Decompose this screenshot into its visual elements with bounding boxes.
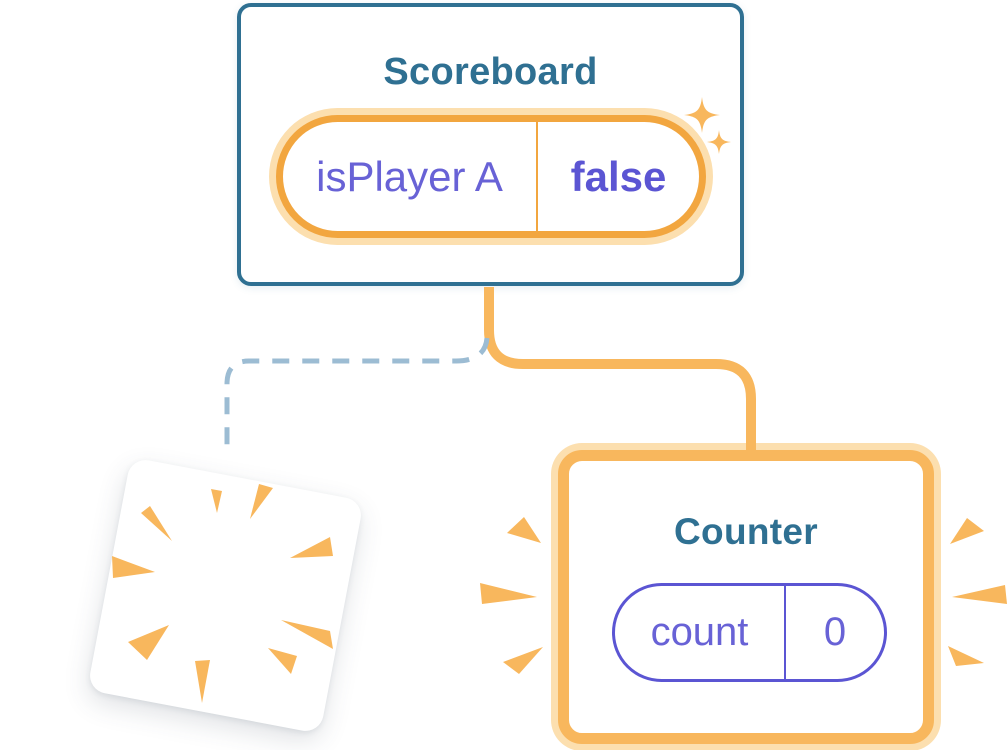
state-value: 0: [823, 610, 847, 654]
state-key: count: [650, 610, 749, 654]
state-value: false: [570, 152, 667, 200]
counter-card: Counter count 0: [558, 450, 934, 744]
counter-state-pill: count 0: [612, 583, 887, 682]
pill-divider: [784, 586, 786, 679]
state-key: isPlayer A: [316, 152, 503, 200]
scoreboard-title: Scoreboard: [383, 51, 598, 93]
pill-divider: [536, 122, 538, 231]
destroyed-card: [87, 457, 364, 734]
scoreboard-state-pill: isPlayer A false: [276, 115, 706, 238]
counter-title: Counter: [674, 511, 818, 552]
dashed-connector-line: [224, 337, 490, 457]
orange-connector-line: [484, 287, 756, 461]
scoreboard-card: Scoreboard isPlayer A false: [237, 3, 744, 286]
